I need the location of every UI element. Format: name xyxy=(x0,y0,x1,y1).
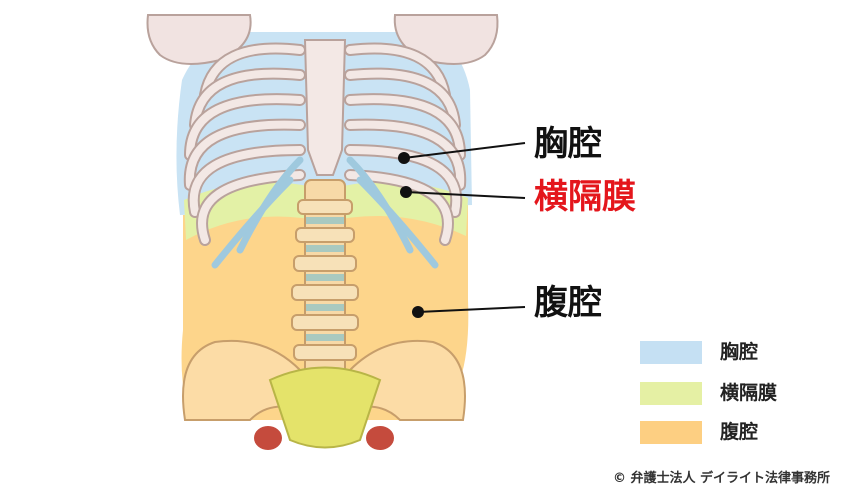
sternum xyxy=(303,39,347,176)
thorax-label: 胸腔 xyxy=(534,124,602,164)
legend-item-diaphragm: 横隔膜 xyxy=(640,381,840,405)
left-pelvis-bone xyxy=(182,339,301,421)
legend-item-abdomen: 腹腔 xyxy=(640,420,840,444)
thorax-pointer-dot xyxy=(398,152,410,164)
legend-swatch-thorax xyxy=(640,341,702,364)
legend-swatch-diaphragm xyxy=(640,382,702,405)
legend-item-thorax: 胸腔 xyxy=(640,340,840,364)
costal-cartilage xyxy=(211,156,439,269)
spine xyxy=(291,179,359,381)
right-hip-joint xyxy=(366,426,394,450)
legend-label-abdomen: 腹腔 xyxy=(720,421,759,443)
left-shoulder-bone xyxy=(146,14,252,65)
right-pelvis-bone xyxy=(349,339,466,421)
abdomen-label: 腹腔 xyxy=(534,283,602,323)
legend-label-diaphragm: 横隔膜 xyxy=(720,382,778,404)
diaphragm-leader-line xyxy=(405,191,526,199)
diaphragm-pointer-dot xyxy=(400,186,412,198)
legend-swatch-abdomen xyxy=(640,421,702,444)
left-hip-joint xyxy=(254,426,282,450)
left-ribs xyxy=(183,42,306,246)
right-ribs xyxy=(344,42,467,246)
abdomen-pointer-dot xyxy=(412,306,424,318)
diaphragm-label: 横隔膜 xyxy=(534,177,636,217)
copyright-notice: © 弁護士法人 デイライト法律事務所 xyxy=(612,471,830,486)
legend-label-thorax: 胸腔 xyxy=(720,341,759,363)
legend: 胸腔 横隔膜 腹腔 xyxy=(640,340,840,450)
sacrum xyxy=(268,366,382,449)
thorax-leader-line xyxy=(403,142,526,159)
abdomen-leader-line xyxy=(417,306,526,313)
